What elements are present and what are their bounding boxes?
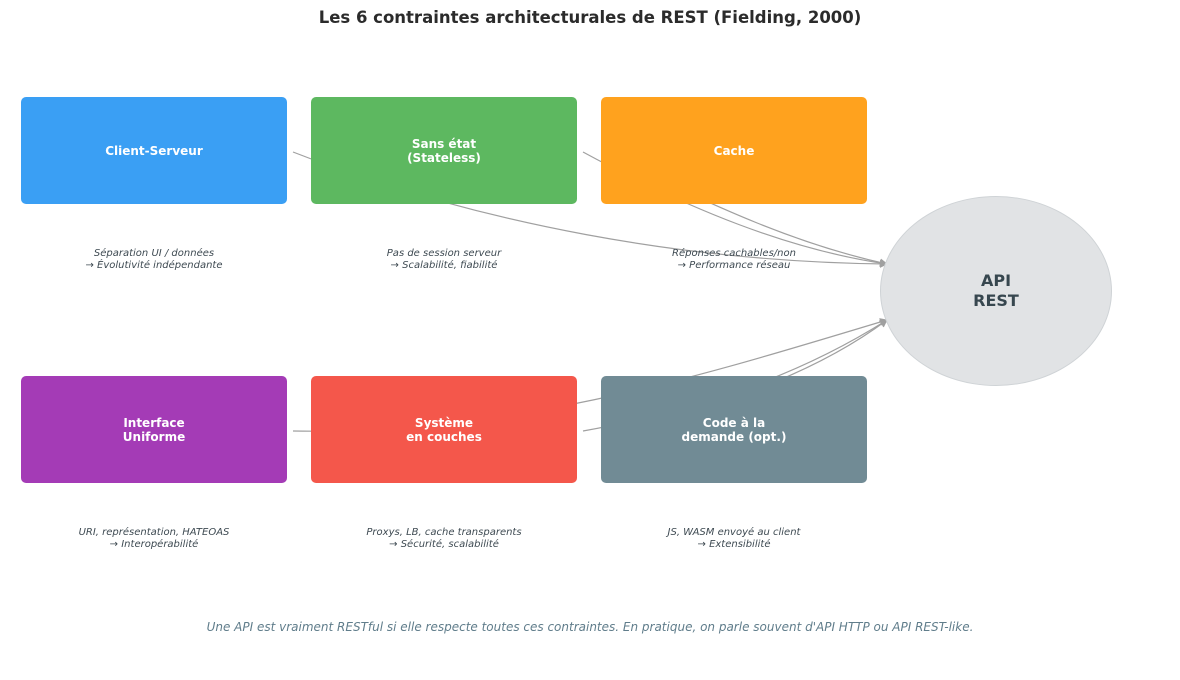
constraint-box-cache: Cache [601, 97, 867, 204]
constraint-desc-client-serveur: Séparation UI / données → Évolutivité in… [85, 248, 223, 271]
constraint-label: Code à la demande (opt.) [681, 415, 787, 444]
constraint-box-code-demande: Code à la demande (opt.) [601, 376, 867, 483]
constraint-box-sans-etat: Sans état (Stateless) [311, 97, 577, 204]
constraint-label: Système en couches [406, 415, 482, 444]
footer-note: Une API est vraiment RESTful si elle res… [206, 620, 974, 634]
diagram-title: Les 6 contraintes architecturales de RES… [318, 8, 862, 27]
api-rest-node: API REST [880, 196, 1112, 386]
api-rest-label: API REST [973, 271, 1019, 310]
constraint-box-systeme-couches: Système en couches [311, 376, 577, 483]
constraint-desc-cache: Réponses cachables/non → Performance rés… [672, 248, 796, 271]
constraint-label: Cache [713, 143, 755, 158]
constraint-box-client-serveur: Client-Serveur [21, 97, 287, 204]
constraint-label: Sans état (Stateless) [407, 136, 481, 165]
constraint-label: Interface Uniforme [122, 415, 186, 444]
constraint-desc-code-demande: JS, WASM envoyé au client → Extensibilit… [667, 527, 801, 550]
constraint-desc-interface-uniforme: URI, représentation, HATEOAS → Interopér… [78, 527, 230, 550]
constraint-box-interface-uniforme: Interface Uniforme [21, 376, 287, 483]
constraint-desc-sans-etat: Pas de session serveur → Scalabilité, fi… [386, 248, 502, 271]
constraint-desc-systeme-couches: Proxys, LB, cache transparents → Sécurit… [366, 527, 522, 550]
constraint-label: Client-Serveur [105, 143, 203, 158]
